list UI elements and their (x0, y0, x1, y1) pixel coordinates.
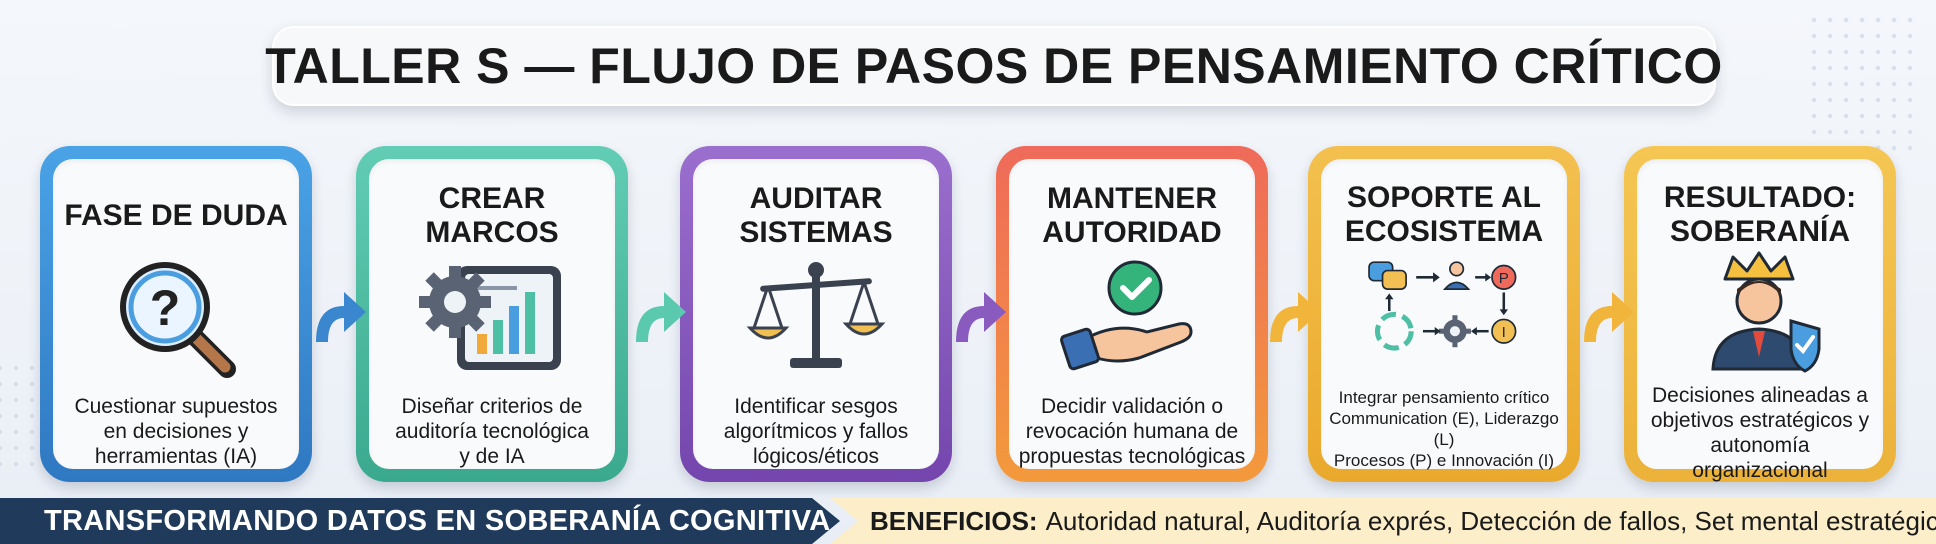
step-description: Diseñar criterios de auditoría tecnológi… (395, 395, 589, 468)
page-title: TALLER S — FLUJO DE PASOS DE PENSAMIENTO… (265, 38, 1723, 94)
flow-arrow-icon (316, 292, 366, 342)
step-title: CREAR MARCOS (425, 182, 559, 250)
step-description: Identificar sesgos algorítmicos y fallos… (723, 395, 909, 468)
step-description: Decidir validación o revocación humana d… (1018, 395, 1246, 468)
title-banner: TALLER S — FLUJO DE PASOS DE PENSAMIENTO… (265, 26, 1722, 106)
gear-tablet-chart-icon (412, 251, 572, 384)
step-title: RESULTADO:SOBERANÍA (1663, 181, 1857, 248)
benefits-text: Autoridad natural, Auditoría exprés, Det… (1045, 505, 1936, 536)
footer-bar: TRANSFORMANDO DATOS EN SOBERANÍA COGNITI… (0, 498, 1936, 544)
svg-text:P: P (1499, 270, 1509, 287)
hand-check-icon (1052, 251, 1212, 384)
magnifier-question-icon: ? (96, 251, 256, 384)
benefits-label: BENEFICIOS: (870, 505, 1038, 536)
svg-text:I: I (1502, 324, 1506, 341)
step-title: FASE DE DUDA (64, 199, 288, 233)
footer-benefits: BENEFICIOS: Autoridad natural, Auditoría… (830, 498, 1936, 544)
decorative-dots (1806, 12, 1916, 152)
flow-arrow-icon (956, 292, 1006, 342)
ecosystem-flow-icon: P I (1364, 249, 1524, 373)
flow-arrow-icon (636, 292, 686, 342)
svg-text:?: ? (150, 280, 181, 336)
flow-arrow-icon (1270, 292, 1320, 342)
crowned-person-shield-icon (1680, 249, 1840, 373)
step-description: Cuestionar supuestos en decisiones y her… (74, 395, 278, 468)
step-card-marcos: CREAR MARCOS (356, 146, 628, 482)
flow-arrow-icon (1584, 292, 1634, 342)
step-card-soberania: RESULTADO:SOBERANÍA Decisiones alineadas… (1624, 146, 1896, 482)
step-card-duda: FASE DE DUDA ? Cuestionar supuestos en d… (40, 146, 312, 482)
balance-scale-icon (736, 251, 896, 384)
step-description: Integrar pensamiento crítico Communicati… (1329, 388, 1559, 470)
footer-tagline: TRANSFORMANDO DATOS EN SOBERANÍA COGNITI… (0, 498, 840, 544)
step-description: Decisiones alineadas a objetivos estraté… (1650, 384, 1870, 482)
